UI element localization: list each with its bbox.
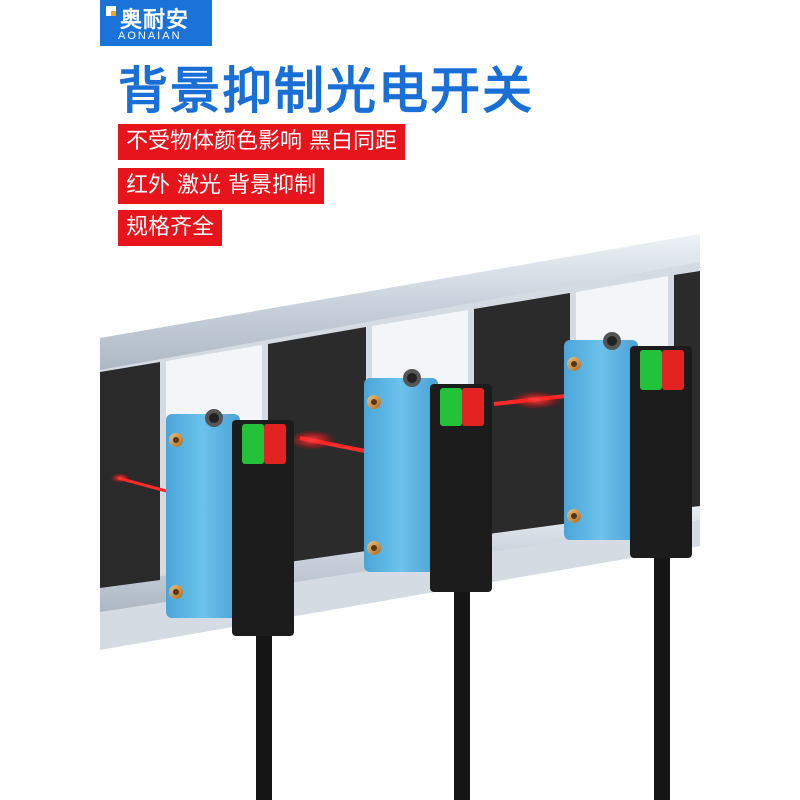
sensor-cable bbox=[454, 556, 470, 800]
sensor-cable bbox=[256, 600, 272, 800]
feature-tag-types: 红外 激光 背景抑制 bbox=[118, 168, 324, 204]
laser-beams bbox=[110, 391, 567, 494]
top-rail bbox=[100, 234, 700, 370]
led-green-icon bbox=[640, 350, 662, 390]
sensor-left bbox=[166, 409, 294, 800]
sensor-middle bbox=[364, 369, 492, 800]
brand-name-cn: 奥耐安 bbox=[120, 8, 190, 33]
feature-tag-color-independent: 不受物体颜色影响 黑白同距 bbox=[118, 124, 405, 160]
product-headline: 背景抑制光电开关 bbox=[118, 62, 534, 120]
sensor-housing bbox=[364, 378, 438, 572]
led-red-icon bbox=[462, 388, 484, 426]
led-green-icon bbox=[242, 424, 264, 464]
led-green-icon bbox=[440, 388, 462, 426]
feature-tag-specs: 规格齐全 bbox=[118, 210, 223, 246]
sensor-face bbox=[232, 420, 294, 636]
brand-logo: 奥耐安 AONAIAN bbox=[100, 0, 212, 46]
slot-dark bbox=[474, 293, 570, 536]
sensor-face bbox=[630, 346, 692, 558]
logo-mark-icon bbox=[106, 6, 116, 16]
sensor-cable bbox=[654, 540, 670, 800]
sensor-right bbox=[564, 332, 692, 800]
brand-name-en: AONAIAN bbox=[118, 30, 182, 42]
sensor-housing bbox=[166, 414, 240, 618]
led-red-icon bbox=[264, 424, 286, 464]
slot-dark bbox=[100, 362, 160, 588]
sensor-face bbox=[430, 384, 492, 592]
led-red-icon bbox=[662, 350, 684, 390]
sensor-housing bbox=[564, 340, 638, 540]
